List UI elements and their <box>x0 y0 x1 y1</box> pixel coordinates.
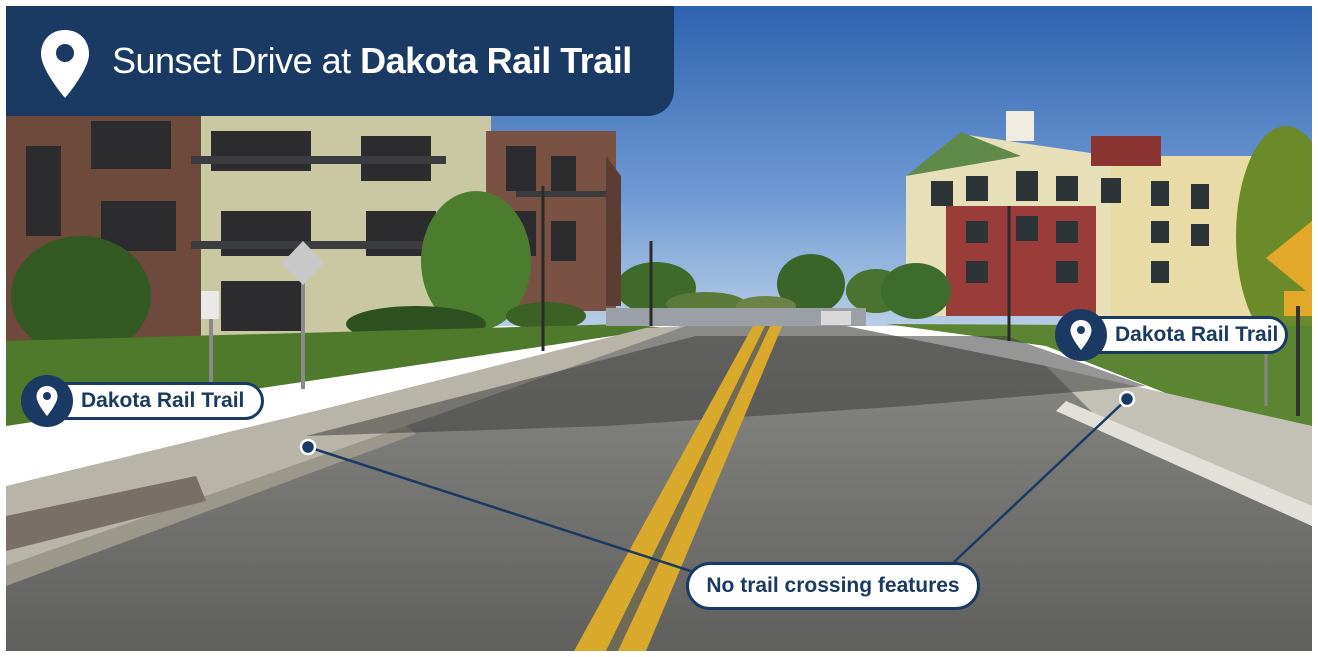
trail-label-right: Dakota Rail Trail <box>1055 309 1288 361</box>
trail-label-left: Dakota Rail Trail <box>21 375 264 427</box>
street-photo <box>6 6 1312 651</box>
street-scene <box>6 6 1312 651</box>
road <box>6 324 1312 651</box>
map-pin-icon <box>36 386 58 416</box>
map-pin-icon <box>41 30 89 98</box>
callout-text: No trail crossing features <box>706 574 960 597</box>
map-pin-icon <box>1070 320 1092 350</box>
left-signs <box>201 241 324 389</box>
trail-label-right-text: Dakota Rail Trail <box>1115 323 1279 346</box>
page-title: Sunset Drive at Dakota Rail Trail <box>112 40 632 82</box>
center-line <box>574 324 783 651</box>
title-prefix: Sunset Drive at <box>112 40 361 81</box>
callout-point-right <box>1118 390 1136 408</box>
callout-leaders <box>307 398 1128 578</box>
trail-label-left-text: Dakota Rail Trail <box>81 389 245 412</box>
right-trees <box>881 126 1312 346</box>
title-emphasis: Dakota Rail Trail <box>360 40 632 81</box>
right-sidewalk <box>1046 366 1312 506</box>
left-building <box>6 116 621 346</box>
street-lamps <box>541 186 1011 351</box>
callout-point-left <box>299 438 317 456</box>
title-banner: Sunset Drive at Dakota Rail Trail <box>6 6 674 116</box>
pin-badge-right <box>1055 309 1107 361</box>
no-crossing-callout: No trail crossing features <box>686 562 980 610</box>
pin-badge-left <box>21 375 73 427</box>
